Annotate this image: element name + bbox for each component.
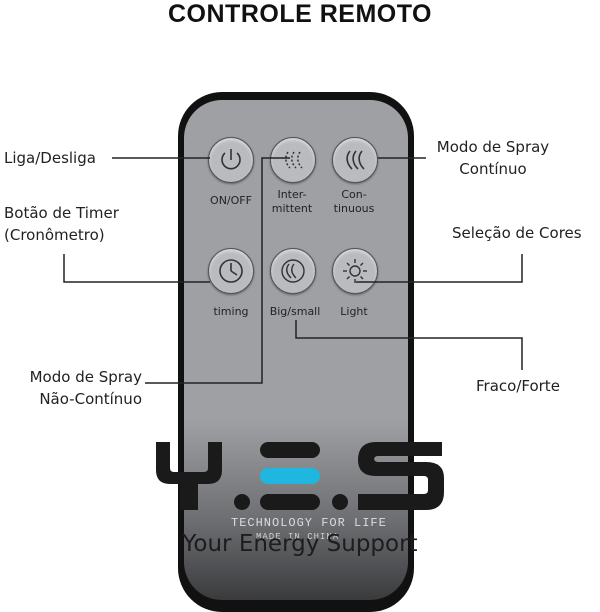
page-title: CONTROLE REMOTO: [168, 0, 432, 28]
sun-icon: [343, 259, 367, 283]
remote-brand-line1: TECHNOLOGY FOR LIFE: [231, 516, 387, 530]
clock-icon: [219, 259, 243, 283]
callout-timer: Botão de Timer (Cronômetro): [4, 204, 119, 244]
intermittent-spray-icon: [285, 151, 303, 169]
callout-fraco-forte: Fraco/Forte: [476, 377, 560, 395]
continuous-button[interactable]: [332, 137, 378, 183]
continuous-label: Con- tinuous: [333, 188, 375, 215]
light-button[interactable]: [332, 248, 378, 294]
big-small-button[interactable]: [270, 248, 316, 294]
power-icon: [221, 149, 241, 170]
light-label: Light: [340, 305, 368, 318]
timing-label: timing: [213, 305, 249, 318]
remote-brand-line2: MADE IN CHINA: [256, 532, 340, 542]
on-off-label: ON/OFF: [210, 194, 252, 207]
callout-cores: Seleção de Cores: [452, 224, 582, 242]
callout-liga-desliga: Liga/Desliga: [4, 149, 96, 167]
intermittent-label: Inter- mittent: [271, 188, 313, 215]
on-off-button[interactable]: [208, 137, 254, 183]
yes-logo: [156, 442, 444, 510]
big-small-label: Big/small: [269, 305, 321, 318]
timing-button[interactable]: [208, 248, 254, 294]
mist-level-icon: [281, 259, 305, 283]
intermittent-button[interactable]: [270, 137, 316, 183]
continuous-spray-icon: [346, 150, 365, 170]
callout-spray-nao-continuo: Modo de Spray Não-Contínuo: [29, 368, 142, 408]
logo-tagline: Your Energy Support: [182, 531, 418, 557]
callout-spray-continuo: Modo de Spray Contínuo: [436, 138, 550, 178]
